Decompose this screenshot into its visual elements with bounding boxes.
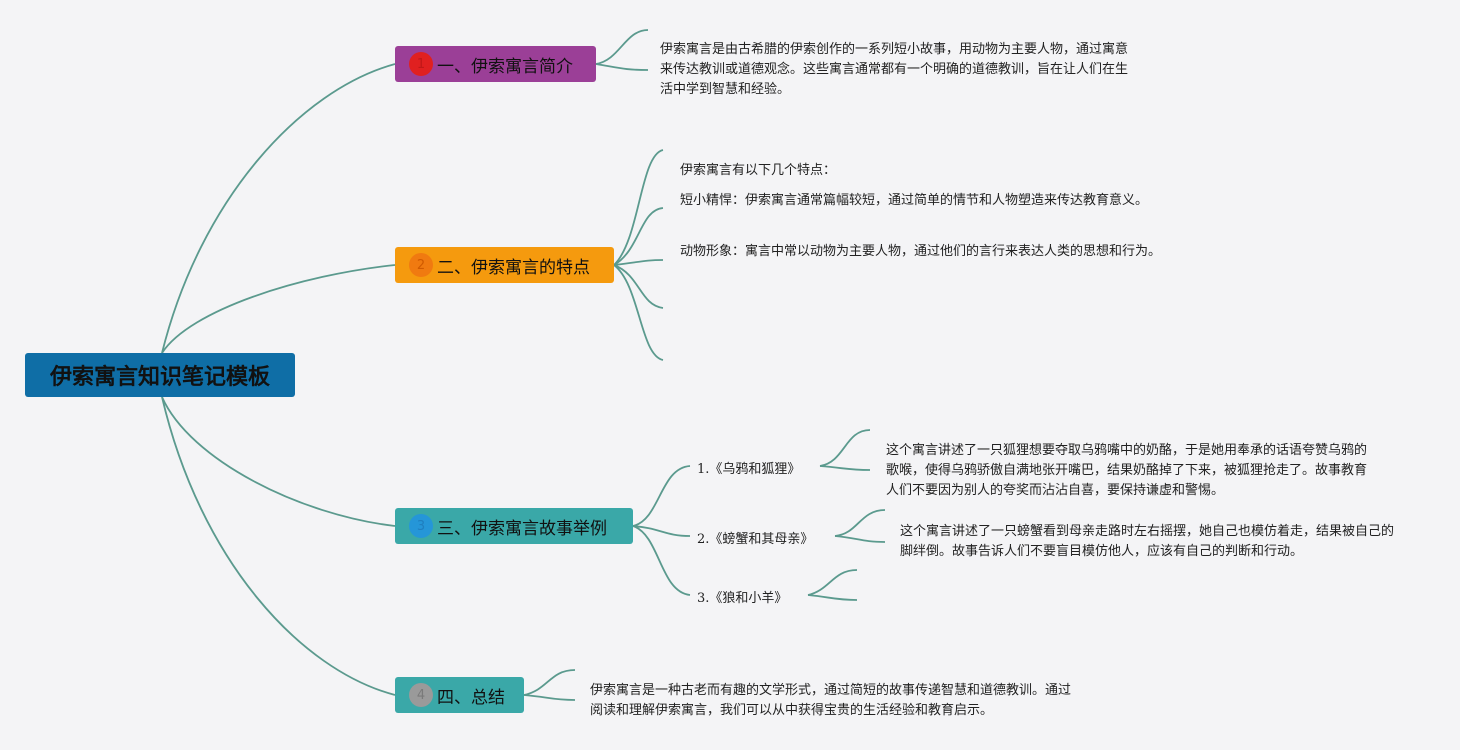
- connector-branch3-story3: [632, 525, 691, 596]
- number-badge-4: 4: [409, 683, 433, 707]
- feature-animals: 动物形象：寓言中常以动物为主要人物，通过他们的言行来表达人类的思想和行为。: [680, 244, 1162, 259]
- connector-story1-text: [819, 429, 871, 467]
- connector-branch4-tail: [523, 694, 576, 701]
- story-crow-fox[interactable]: 1.《乌鸦和狐狸》: [697, 462, 801, 477]
- branch-examples[interactable]: 3 三、伊索寓言故事举例: [395, 508, 633, 544]
- connector-root-branch2: [161, 264, 396, 354]
- number-badge-1: 1: [409, 52, 433, 76]
- number-badge-2: 2: [409, 253, 433, 277]
- story-crab-mother-text: 这个寓言讲述了一只螃蟹看到母亲走路时左右摇摆，她自己也模仿着走，结果被自己的脚绊…: [900, 524, 1395, 559]
- branch-summary-label: 四、总结: [437, 687, 505, 708]
- connector-branch2-item3: [613, 259, 664, 266]
- story-crow-fox-text: 这个寓言讲述了一只狐狸想要夺取乌鸦嘴中的奶酪，于是她用奉承的话语夸赞乌鸦的歌喉，…: [886, 443, 1368, 498]
- branch-features[interactable]: 2 二、伊索寓言的特点: [395, 247, 614, 283]
- summary-text: 伊索寓言是一种古老而有趣的文学形式，通过简短的故事传递智慧和道德教训。通过阅读和…: [590, 683, 1072, 718]
- connector-story1-tail: [819, 465, 871, 471]
- connector-story3-stub2: [807, 594, 858, 601]
- connector-root-branch1: [161, 63, 396, 354]
- branch-features-label: 二、伊索寓言的特点: [437, 257, 590, 278]
- story-wolf-lamb[interactable]: 3.《狼和小羊》: [697, 591, 788, 606]
- root-node[interactable]: 伊索寓言知识笔记模板: [25, 353, 295, 397]
- connector-story2-tail: [834, 535, 886, 543]
- branch-examples-label: 三、伊索寓言故事举例: [437, 518, 607, 539]
- branch-intro[interactable]: 1 一、伊索寓言简介: [395, 46, 596, 82]
- connector-branch4-text: [523, 669, 576, 696]
- connector-branch1-tail: [595, 63, 649, 71]
- connector-branch2-item1: [613, 149, 664, 266]
- intro-text: 伊索寓言是由古希腊的伊索创作的一系列短小故事，用动物为主要人物，通过寓意来传达教…: [660, 42, 1129, 97]
- connector-branch3-story2: [632, 525, 691, 537]
- connector-branch3-story1: [632, 465, 691, 527]
- connector-branch2-empty1: [613, 264, 664, 309]
- connector-root-branch4: [161, 396, 396, 696]
- branch-intro-label: 一、伊索寓言简介: [437, 56, 573, 77]
- connector-story2-text: [834, 509, 886, 537]
- connector-branch2-empty2: [613, 264, 664, 361]
- number-badge-3: 3: [409, 514, 433, 538]
- connector-story3-stub1: [807, 569, 858, 596]
- feature-short: 短小精悍：伊索寓言通常篇幅较短，通过简单的情节和人物塑造来传达教育意义。: [680, 193, 1149, 208]
- connector-root-branch3: [161, 396, 396, 527]
- features-intro: 伊索寓言有以下几个特点：: [680, 163, 837, 178]
- connector-branch2-item2: [613, 207, 664, 266]
- connector-branch1-text: [595, 29, 649, 65]
- branch-summary[interactable]: 4 四、总结: [395, 677, 524, 713]
- story-crab-mother[interactable]: 2.《螃蟹和其母亲》: [697, 532, 814, 547]
- root-title: 伊索寓言知识笔记模板: [49, 365, 270, 390]
